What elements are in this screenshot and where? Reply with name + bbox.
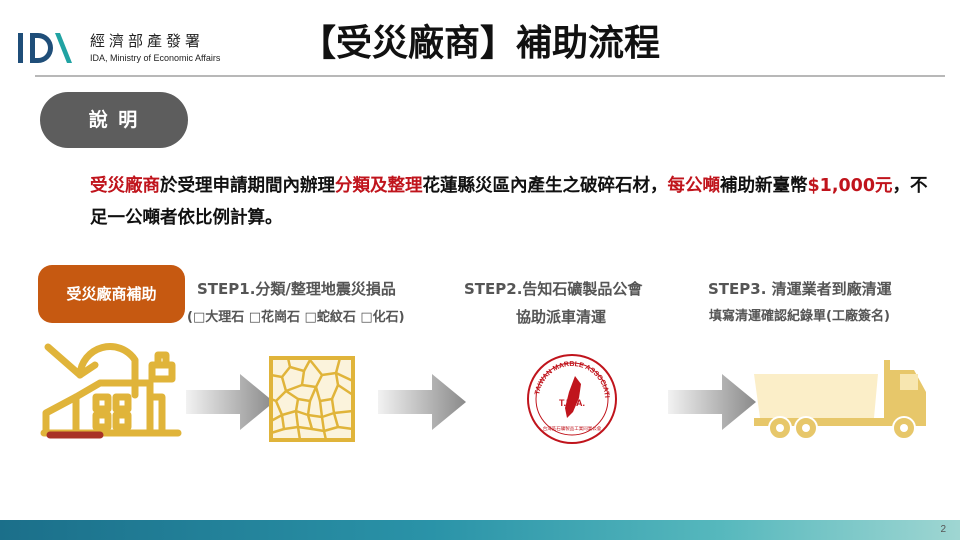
- desc-highlight: $1,000元: [807, 176, 893, 196]
- desc-text: ，不足一公噸者依比例計算。: [90, 176, 928, 228]
- header-divider: [35, 75, 945, 77]
- step3-title: STEP3. 清運業者到廠清運: [708, 280, 892, 298]
- desc-text: 於受理申請期間內辦理: [160, 176, 335, 196]
- desc-highlight: 每公噸: [667, 176, 721, 196]
- desc-highlight: 分類及整理: [335, 176, 423, 196]
- flow-arrow-icon: [186, 374, 274, 430]
- ida-logo-icon: [18, 33, 72, 63]
- org-name-en: IDA, Ministry of Economic Affairs: [90, 53, 221, 63]
- footer-bar: [0, 520, 960, 540]
- association-seal-icon: TAIWAN MARBLE ASSOCIATION T.M.A. 台灣區石礦製品…: [525, 352, 617, 444]
- dump-truck-icon: [754, 360, 926, 440]
- flow-arrow-icon: [668, 374, 756, 430]
- section-label: 說 明: [40, 92, 188, 148]
- flow-arrow-icon: [378, 374, 466, 430]
- step1-subtitle: (□大理石 □花崗石 □蛇紋石 □化石): [187, 310, 405, 325]
- page-number: 2: [940, 524, 946, 535]
- org-name-cn: 經濟部產發署: [90, 32, 205, 50]
- subsidy-badge: 受災廠商補助: [38, 265, 185, 323]
- step3-subtitle: 填寫清運確認紀錄單(工廠簽名): [709, 309, 890, 324]
- seal-bottom-text: 台灣區石礦製品工業同業公會: [543, 425, 602, 432]
- description: 受災廠商於受理申請期間內辦理分類及整理花蓮縣災區內產生之破碎石材，每公噸補助新臺…: [90, 170, 930, 234]
- step1-title: STEP1.分類/整理地震災損品: [197, 280, 396, 298]
- desc-text: 花蓮縣災區內產生之破碎石材，: [422, 176, 668, 196]
- step2-title: STEP2.告知石礦製品公會: [464, 280, 643, 298]
- desc-text: 補助新臺幣: [720, 176, 808, 196]
- step2-subtitle: 協助派車清運: [516, 308, 607, 326]
- factory-machine-icon: [40, 343, 182, 439]
- cracked-stone-icon: [269, 356, 355, 442]
- seal-center-text: T.M.A.: [559, 398, 585, 408]
- desc-highlight: 受災廠商: [90, 176, 160, 196]
- page-title: 【受災廠商】補助流程: [300, 23, 661, 64]
